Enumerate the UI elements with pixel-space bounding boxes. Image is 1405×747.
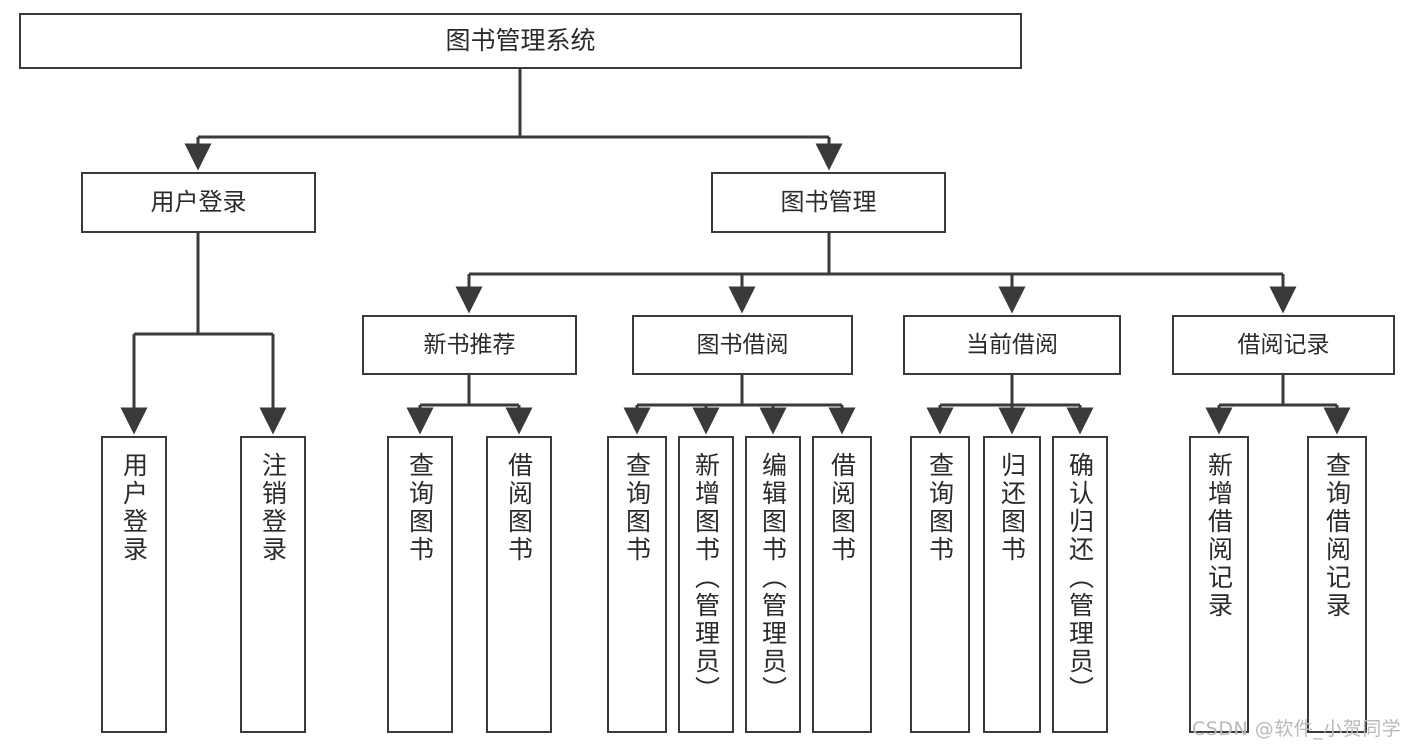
node-label: 新书推荐 — [423, 331, 516, 358]
node-label: 查询借阅记录 — [1322, 452, 1352, 620]
node-user-login[interactable]: 用户登录 — [81, 172, 316, 233]
node-label: 查询图书 — [405, 452, 435, 564]
node-label: 新增图书（管理员） — [691, 452, 721, 704]
node-current-borrow[interactable]: 当前借阅 — [903, 315, 1121, 375]
node-leaf-add-book-admin[interactable]: 新增图书（管理员） — [678, 436, 734, 733]
node-book-management[interactable]: 图书管理 — [711, 172, 946, 233]
node-label: 借阅图书 — [827, 452, 857, 564]
node-label: 图书借阅 — [696, 331, 789, 358]
node-leaf-user-login[interactable]: 用户登录 — [101, 436, 167, 733]
node-leaf-return-book[interactable]: 归还图书 — [983, 436, 1041, 733]
node-leaf-logout[interactable]: 注销登录 — [240, 436, 306, 733]
node-new-book-rec[interactable]: 新书推荐 — [362, 315, 577, 375]
node-leaf-query-books-rec[interactable]: 查询图书 — [387, 436, 453, 733]
node-label: 图书管理 — [780, 187, 877, 216]
node-label: 当前借阅 — [966, 331, 1058, 358]
node-leaf-borrow-book[interactable]: 借阅图书 — [812, 436, 872, 733]
node-book-borrow[interactable]: 图书借阅 — [632, 315, 853, 375]
node-leaf-add-borrow-record[interactable]: 新增借阅记录 — [1189, 436, 1249, 733]
node-leaf-confirm-return-admin[interactable]: 确认归还（管理员） — [1052, 436, 1108, 733]
node-label: 查询图书 — [622, 452, 652, 564]
node-leaf-query-books-borrow[interactable]: 查询图书 — [607, 436, 667, 733]
node-label: 用户登录 — [150, 187, 247, 216]
node-label: 确认归还（管理员） — [1065, 452, 1095, 704]
node-label: 用户登录 — [119, 452, 149, 564]
node-leaf-borrow-books-rec[interactable]: 借阅图书 — [486, 436, 552, 733]
csdn-watermark: CSDN @软件_小贺同学 — [1192, 718, 1402, 740]
node-label: 新增借阅记录 — [1204, 452, 1234, 620]
node-leaf-query-books-current[interactable]: 查询图书 — [910, 436, 970, 733]
node-label: 借阅记录 — [1237, 331, 1330, 358]
node-root[interactable]: 图书管理系统 — [19, 13, 1022, 69]
node-label: 归还图书 — [997, 452, 1027, 564]
node-label: 注销登录 — [258, 452, 288, 564]
node-label: 查询图书 — [925, 452, 955, 564]
node-borrow-records[interactable]: 借阅记录 — [1172, 315, 1395, 375]
node-label: 图书管理系统 — [445, 25, 596, 55]
node-label: 编辑图书（管理员） — [758, 452, 788, 704]
node-label: 借阅图书 — [504, 452, 534, 564]
node-leaf-edit-book-admin[interactable]: 编辑图书（管理员） — [745, 436, 801, 733]
node-leaf-query-borrow-record[interactable]: 查询借阅记录 — [1307, 436, 1367, 733]
